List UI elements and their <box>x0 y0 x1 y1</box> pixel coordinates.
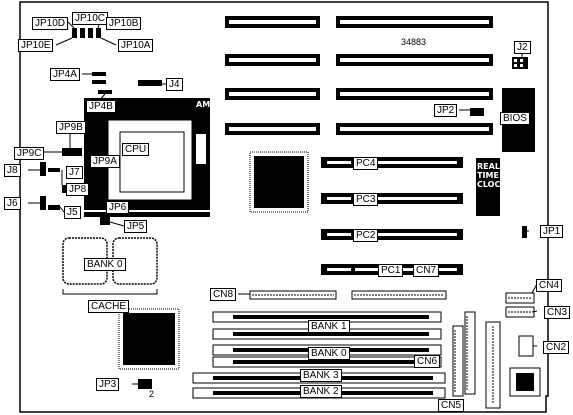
label-pc4: PC4 <box>353 157 379 170</box>
label-jp9c: JP9C <box>14 147 45 160</box>
label-pc3: PC3 <box>353 193 379 206</box>
label-jp8: JP8 <box>66 183 90 196</box>
label-jp9b: JP9B <box>56 121 86 134</box>
label-jp9a: JP9A <box>90 155 120 168</box>
label-cn2: CN2 <box>543 341 570 354</box>
label-jp10a: JP10A <box>118 39 154 52</box>
label-jp10d: JP10D <box>32 17 69 30</box>
label-jp2: JP2 <box>434 104 458 117</box>
label-cpu: CPU <box>122 143 150 156</box>
label-pc1: PC1 <box>378 264 404 277</box>
label-bank0: BANK 0 <box>308 347 350 360</box>
label-pc2: PC2 <box>353 229 379 242</box>
label-cn7: CN7 <box>413 264 440 277</box>
label-jp6: JP6 <box>106 201 130 214</box>
label-j2: J2 <box>514 41 531 54</box>
label-j8: J8 <box>4 164 21 177</box>
label-jp10b: JP10B <box>106 17 142 30</box>
label-j5: J5 <box>64 206 81 219</box>
label-cn8: CN8 <box>210 288 237 301</box>
chipset-chip-1 <box>254 156 304 208</box>
label-cn3: CN3 <box>544 306 571 319</box>
label-jp1: JP1 <box>540 225 564 238</box>
label-j7: J7 <box>66 166 83 179</box>
label-real-time-clock: REAL TIME CLOCK <box>477 162 507 189</box>
label-part-number: 34883 <box>401 37 427 47</box>
label-bank2: BANK 2 <box>300 385 342 398</box>
real-time-clock-chip <box>476 158 500 216</box>
label-bios: BIOS <box>500 112 530 125</box>
label-amp: AMP <box>196 100 217 109</box>
label-cn6: CN6 <box>414 355 441 368</box>
label-jp4b: JP4B <box>86 100 116 113</box>
label-cn4: CN4 <box>536 279 563 292</box>
chipset-chip-2 <box>123 313 175 365</box>
label-cache: CACHE <box>88 300 130 313</box>
label-jp4a: JP4A <box>50 68 80 81</box>
label-jp5: JP5 <box>124 220 148 233</box>
label-cn5: CN5 <box>438 399 465 412</box>
label-jp10c: JP10C <box>72 12 109 25</box>
label-jp3: JP3 <box>96 378 120 391</box>
label-bank0-cache: BANK 0 <box>84 258 126 271</box>
label-bank3: BANK 3 <box>300 369 342 382</box>
label-j4: J4 <box>166 78 183 91</box>
label-jp3-pin: 2 <box>149 389 155 399</box>
label-bank1: BANK 1 <box>308 320 350 333</box>
label-jp10e: JP10E <box>18 39 54 52</box>
label-j6: J6 <box>4 197 21 210</box>
